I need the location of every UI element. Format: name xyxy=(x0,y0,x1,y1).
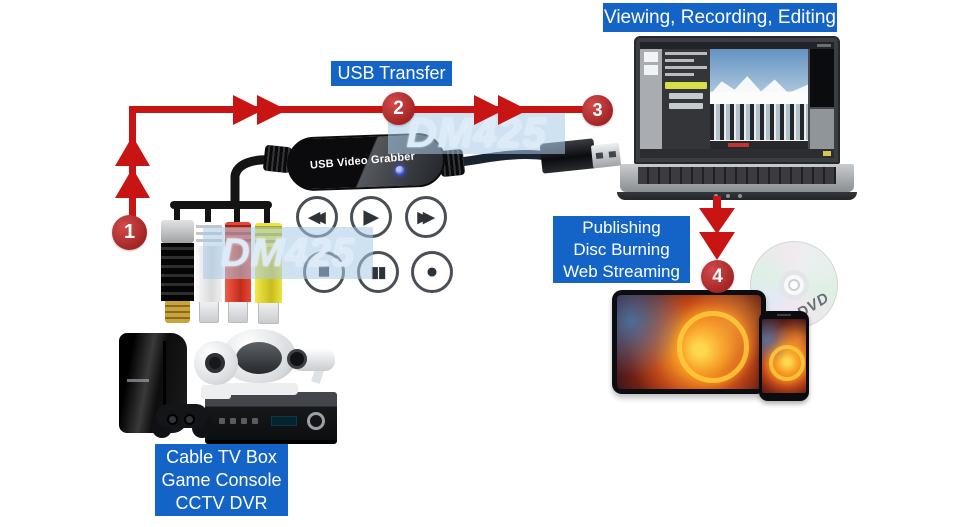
step-badge-2: 2 xyxy=(382,92,415,125)
label-sources-line1: Cable TV Box xyxy=(166,447,277,467)
down-arrow-icon xyxy=(699,232,735,260)
up-arrow-icon xyxy=(115,168,150,198)
watermark: DM425 xyxy=(203,227,373,279)
rca-connector-black xyxy=(161,220,194,323)
usb-plug-metal xyxy=(590,142,622,169)
label-publishing-line3: Web Streaming xyxy=(563,262,680,281)
label-publishing: Publishing Disc Burning Web Streaming xyxy=(553,216,690,283)
app-titlebar xyxy=(640,42,834,49)
step-badge-1: 1 xyxy=(112,215,147,250)
laptop-keyboard xyxy=(620,164,854,192)
cctv-bullet-camera-image xyxy=(287,345,335,389)
video-capture-app xyxy=(640,42,834,158)
step-badge-3: 3 xyxy=(582,95,613,126)
game-controller-image xyxy=(152,400,212,442)
down-arrow-icon xyxy=(699,208,735,234)
label-sources: Cable TV Box Game Console CCTV DVR xyxy=(155,444,288,516)
up-arrow-icon xyxy=(115,136,150,166)
tablet-image xyxy=(612,290,766,394)
laptop-base-edge xyxy=(617,192,857,200)
label-publishing-line2: Disc Burning xyxy=(573,240,670,259)
step-badge-4: 4 xyxy=(701,260,734,293)
laptop-image xyxy=(617,36,857,200)
app-side-panel xyxy=(810,49,834,149)
led-indicator-icon xyxy=(395,165,405,175)
label-usb-transfer: USB Transfer xyxy=(331,61,452,86)
label-sources-line2: Game Console xyxy=(161,470,282,490)
laptop-indicator-lights xyxy=(708,193,748,199)
app-toolbar xyxy=(640,149,834,158)
smartphone-image xyxy=(759,311,809,401)
laptop-screen xyxy=(634,36,840,164)
right-arrow-icon xyxy=(257,95,287,125)
cctv-turret-camera-image xyxy=(193,341,239,399)
watermark: DM425 xyxy=(388,109,565,156)
tablet-screen xyxy=(617,295,761,389)
label-viewing-recording-editing: Viewing, Recording, Editing xyxy=(603,3,837,32)
label-publishing-line1: Publishing xyxy=(582,218,661,237)
right-arrow-icon xyxy=(233,95,263,125)
dvr-recorder-image xyxy=(205,392,337,444)
fast-forward-icon: ▶▶ xyxy=(405,196,447,238)
app-thumbnail-panel xyxy=(640,49,662,149)
record-icon: ● xyxy=(411,251,453,293)
label-sources-line3: CCTV DVR xyxy=(175,493,268,513)
app-settings-panel xyxy=(662,49,710,149)
video-preview-penguins xyxy=(710,49,808,149)
phone-screen xyxy=(762,319,806,393)
